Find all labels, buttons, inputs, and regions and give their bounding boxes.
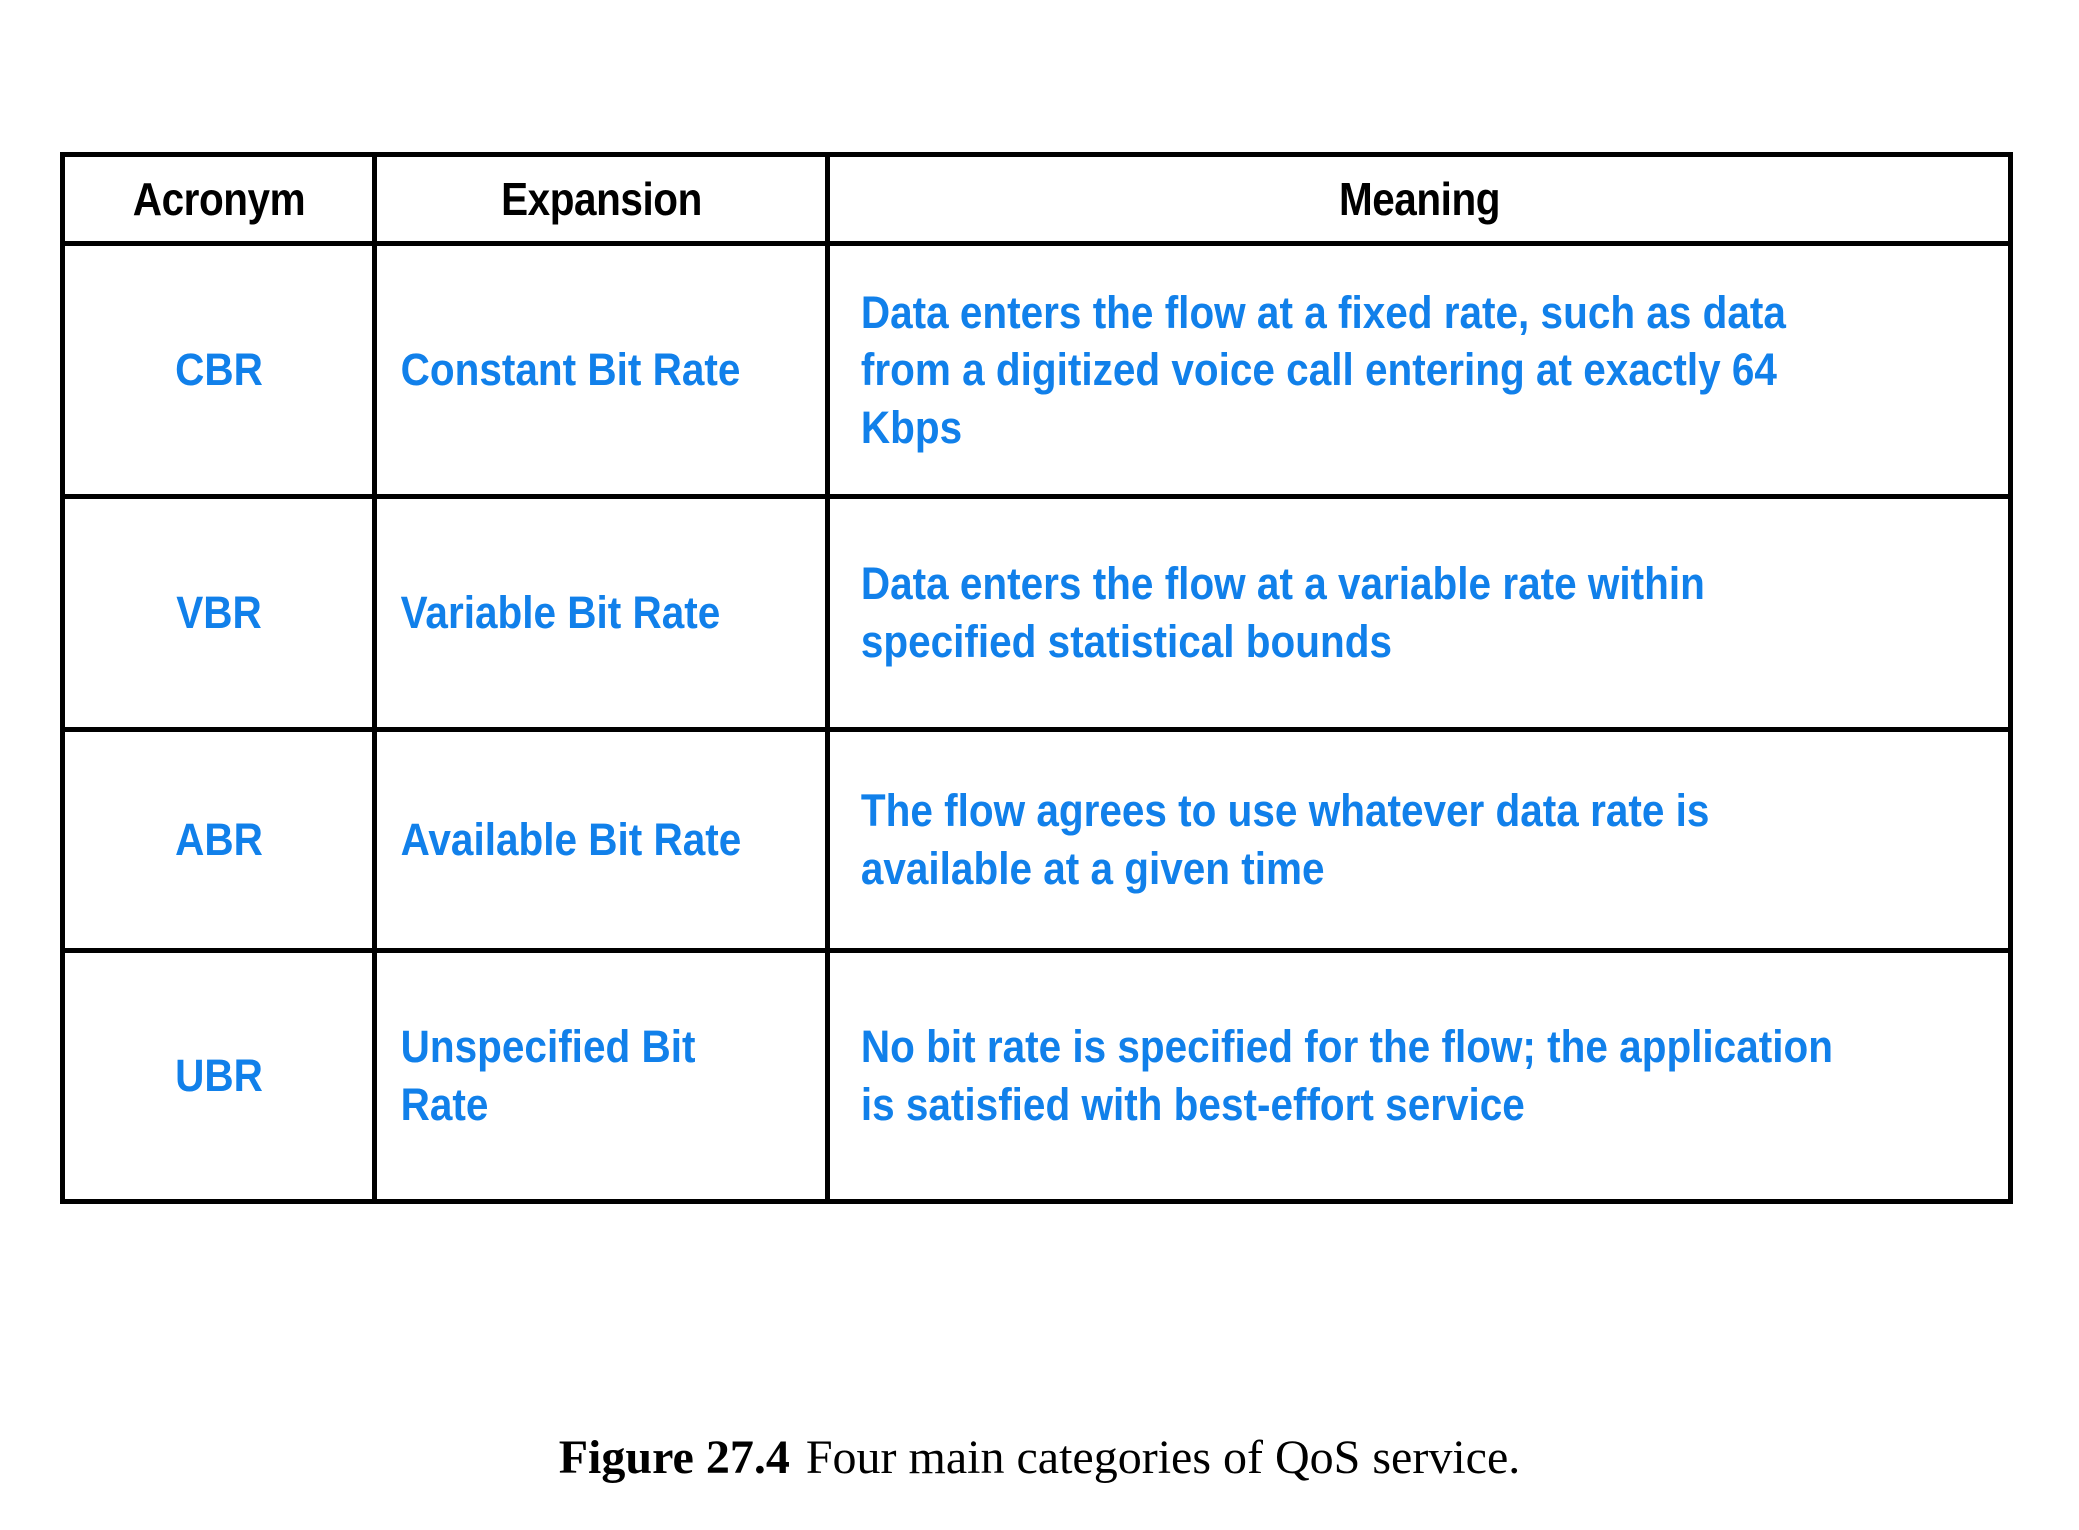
column-header-acronym: Acronym <box>79 152 358 246</box>
column-header-meaning: Meaning <box>896 152 1942 246</box>
table-row: VBR Variable Bit Rate Data enters the fl… <box>63 494 2011 732</box>
cell-acronym-abr: ABR <box>75 727 362 953</box>
meaning-text: Data enters the flow at a fixed rate, su… <box>860 286 1786 453</box>
table-row: UBR Unspecified Bit Rate No bit rate is … <box>63 948 2011 1204</box>
cell-acronym-ubr: UBR <box>75 948 362 1204</box>
cell-expansion-cbr: Constant Bit Rate <box>372 241 785 499</box>
table-header-row: Acronym Expansion Meaning <box>63 152 2011 246</box>
cell-acronym-cbr: CBR <box>75 241 362 499</box>
table-body: CBR Constant Bit Rate Data enters the fl… <box>63 241 2011 1204</box>
cell-expansion-abr: Available Bit Rate <box>372 727 785 953</box>
meaning-text: The flow agrees to use whatever data rat… <box>860 785 1709 894</box>
figure-caption-label: Figure 27.4 <box>558 1431 790 1484</box>
figure-caption: Figure 27.4 Four main categories of QoS s… <box>0 1430 2079 1485</box>
cell-meaning-ubr: No bit rate is specified for the flow; t… <box>825 948 1895 1204</box>
table-header: Acronym Expansion Meaning <box>63 152 2011 246</box>
table-row: CBR Constant Bit Rate Data enters the fl… <box>63 241 2011 499</box>
figure-caption-text: Four main categories of QoS service. <box>805 1431 1521 1484</box>
cell-acronym-vbr: VBR <box>75 494 362 732</box>
cell-expansion-vbr: Variable Bit Rate <box>372 494 785 732</box>
meaning-text: No bit rate is specified for the flow; t… <box>860 1021 1833 1130</box>
cell-expansion-ubr: Unspecified Bit Rate <box>372 948 785 1204</box>
cell-meaning-vbr: Data enters the flow at a variable rate … <box>825 494 1895 732</box>
column-header-expansion: Expansion <box>399 152 803 246</box>
table-row: ABR Available Bit Rate The flow agrees t… <box>63 727 2011 953</box>
cell-meaning-abr: The flow agrees to use whatever data rat… <box>825 727 1895 953</box>
qos-categories-table: Acronym Expansion Meaning CBR Constant B… <box>60 152 2013 1204</box>
meaning-text: Data enters the flow at a variable rate … <box>860 558 1705 667</box>
cell-meaning-cbr: Data enters the flow at a fixed rate, su… <box>825 241 1895 499</box>
